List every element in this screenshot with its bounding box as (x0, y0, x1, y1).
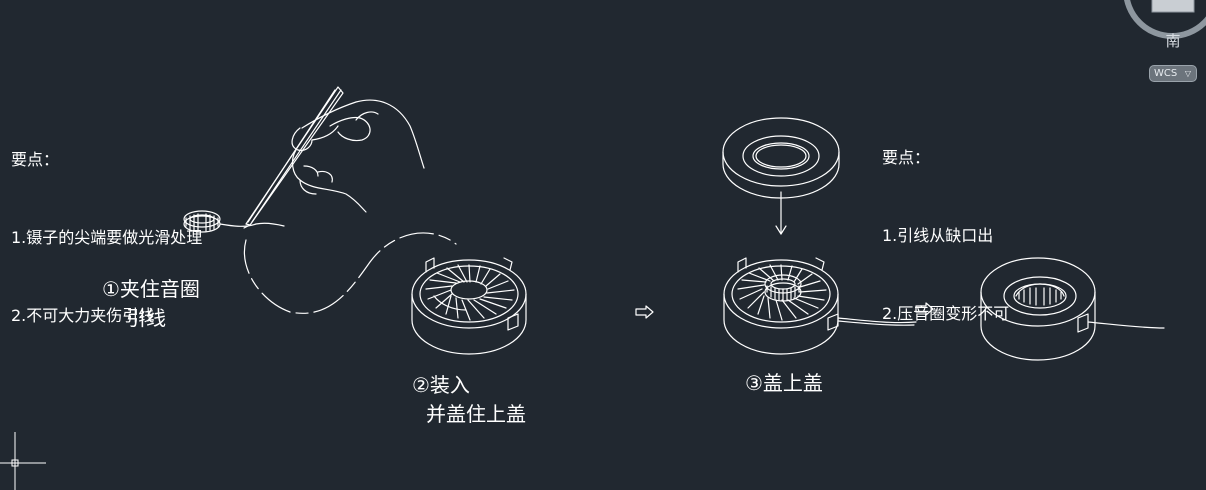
wcs-label: WCS (1154, 68, 1178, 79)
step1-label-line1: ①夹住音圈 (102, 277, 200, 301)
notes-left: 要点： 1.镊子的尖端要做光滑处理 2.不可大力夹伤引线 (11, 95, 202, 355)
notes-left-line-1: 1.镊子的尖端要做光滑处理 (11, 228, 203, 247)
ucs-crosshair (0, 432, 46, 490)
viewcube-face (1151, 0, 1195, 13)
tweezers-hand-illustration (183, 86, 425, 233)
notes-right-heading: 要点： (882, 148, 931, 167)
step1-label-line2: 引线 (126, 306, 166, 330)
process-arrow-1 (635, 305, 654, 319)
notes-right-line-2: 2.压音圈变形不可 (882, 304, 1010, 323)
step3-label-line1: ③盖上盖 (745, 371, 823, 395)
assembled-unit-illustration (980, 257, 1165, 361)
viewcube-direction[interactable]: 南 (1165, 32, 1181, 50)
top-cap-illustration (722, 117, 840, 199)
notes-right-line-1: 1.引线从缺口出 (882, 226, 994, 245)
down-arrow (775, 191, 787, 235)
step2-label-line1: ②装入 (412, 373, 470, 397)
chevron-down-icon: ▽ (1184, 69, 1191, 78)
viewcube[interactable] (1124, 0, 1206, 39)
wcs-dropdown[interactable]: WCS ▽ (1149, 65, 1197, 82)
process-arrow-2 (915, 302, 934, 316)
notes-left-heading: 要点： (11, 150, 60, 169)
step2-label-line2: 并盖住上盖 (426, 402, 526, 426)
notes-left-line-2: 2.不可大力夹伤引线 (11, 306, 155, 325)
notes-right: 要点： 1.引线从缺口出 2.压音圈变形不可 (882, 93, 1009, 353)
dashed-connector (243, 232, 457, 314)
speaker-frame-step2 (411, 257, 527, 355)
speaker-frame-step3 (723, 257, 917, 355)
